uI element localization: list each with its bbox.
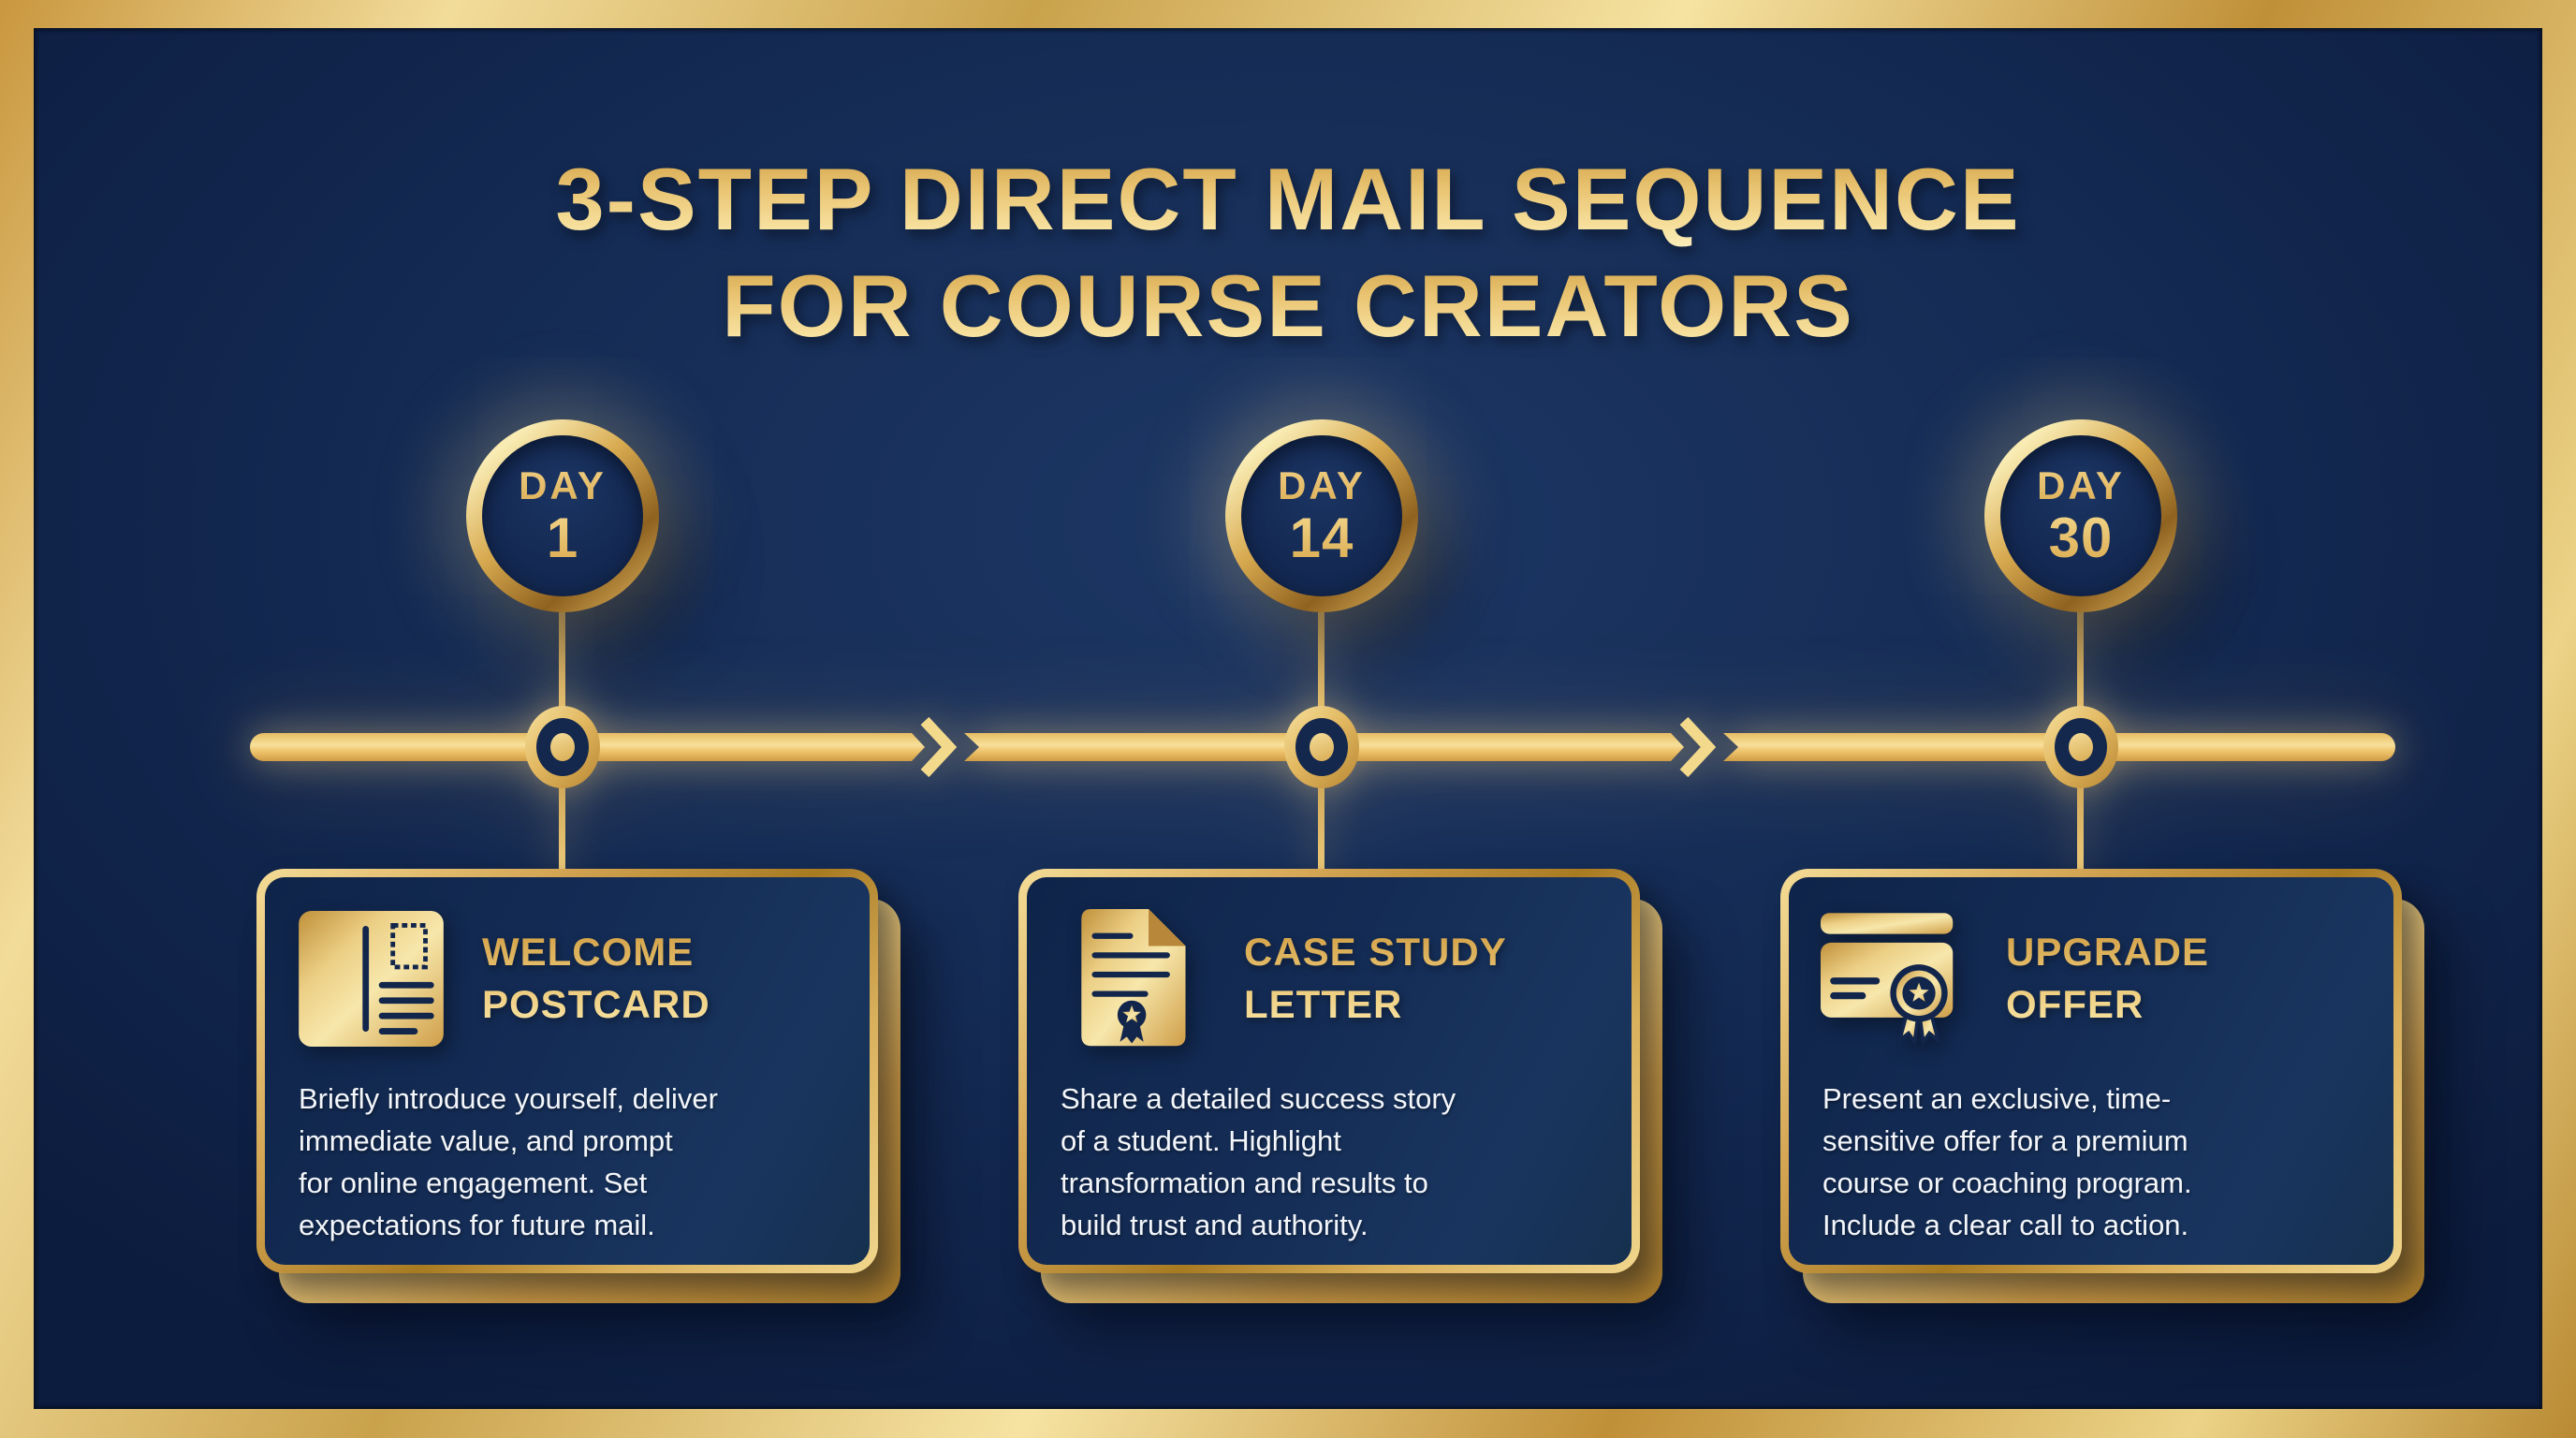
chevron-right-icon: [920, 716, 957, 778]
connector-line: [2077, 761, 2084, 873]
card-description: Briefly introduce yourself, deliver imme…: [299, 1082, 718, 1241]
timeline-node: [1284, 706, 1359, 788]
day-number: 1: [546, 506, 579, 569]
case-study-letter-icon: [1059, 909, 1207, 1048]
day-label: DAY: [1278, 463, 1366, 507]
timeline: [34, 28, 2542, 1409]
day-number: 30: [2048, 506, 2114, 569]
card-case-study-letter: CASE STUDY LETTER Share a detailed succe…: [1018, 869, 1640, 1273]
card-title: WELCOME POSTCARD: [482, 926, 710, 1031]
milestone-day-30-inner: DAY 30: [2000, 435, 2161, 596]
page-title-line1: 3-STEP DIRECT MAIL SEQUENCE: [34, 146, 2542, 253]
milestone-day-30: DAY 30: [1984, 419, 2177, 612]
day-number: 14: [1289, 506, 1354, 569]
milestone-day-1: DAY 1: [466, 419, 659, 612]
connector-line: [559, 612, 565, 734]
milestone-day-14-inner: DAY 14: [1241, 435, 1402, 596]
milestone-day-1-inner: DAY 1: [482, 435, 643, 596]
main-panel: 3-STEP DIRECT MAIL SEQUENCE FOR COURSE C…: [34, 28, 2542, 1409]
upgrade-offer-icon: [1821, 909, 1969, 1048]
page-title-line2: FOR COURSE CREATORS: [34, 253, 2542, 360]
day-label: DAY: [519, 463, 607, 507]
timeline-node: [525, 706, 600, 788]
card-title: CASE STUDY LETTER: [1244, 926, 1507, 1031]
connector-line: [1318, 761, 1325, 873]
page-title: 3-STEP DIRECT MAIL SEQUENCE FOR COURSE C…: [34, 146, 2542, 360]
card-description: Present an exclusive, time- sensitive of…: [1822, 1082, 2192, 1241]
card-title: UPGRADE OFFER: [2006, 926, 2209, 1031]
card-description: Share a detailed success story of a stud…: [1061, 1082, 1456, 1241]
card-header: WELCOME POSTCARD: [265, 877, 870, 1048]
timeline-node: [2043, 706, 2118, 788]
card-upgrade-offer: UPGRADE OFFER Present an exclusive, time…: [1780, 869, 2402, 1273]
card-header: UPGRADE OFFER: [1789, 877, 2393, 1048]
connector-line: [559, 761, 565, 873]
connector-line: [2077, 612, 2084, 734]
connector-line: [1318, 612, 1325, 734]
day-label: DAY: [2037, 463, 2125, 507]
card-welcome-postcard: WELCOME POSTCARD Briefly introduce yours…: [256, 869, 878, 1273]
postcard-icon: [297, 909, 445, 1048]
milestone-day-14: DAY 14: [1225, 419, 1418, 612]
card-header: CASE STUDY LETTER: [1027, 877, 1632, 1048]
chevron-right-icon: [1679, 716, 1716, 778]
